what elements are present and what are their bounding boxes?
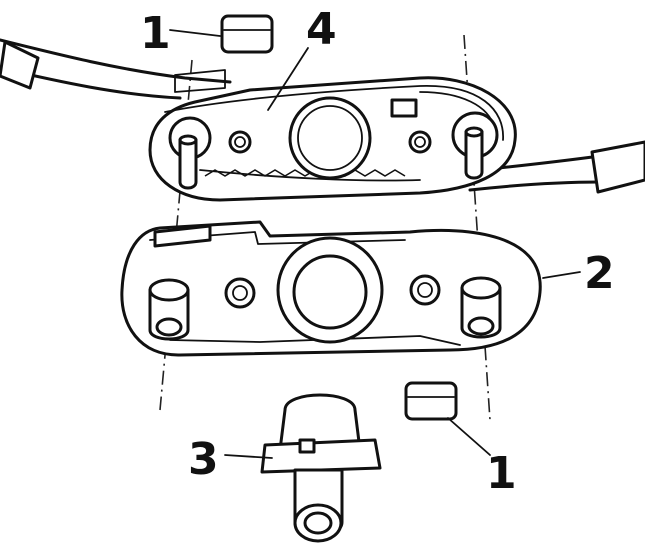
housing-hole-left xyxy=(224,277,256,309)
leader-cover xyxy=(267,47,309,111)
housing-post-right-end xyxy=(467,316,495,336)
cover-square-slot xyxy=(390,98,418,118)
leader-clip-bottom xyxy=(447,417,491,456)
pin-right xyxy=(464,130,484,180)
callout-clip-bottom: 1 xyxy=(486,448,517,499)
housing-post-left-top xyxy=(148,278,190,302)
pin-left xyxy=(178,138,198,190)
connector-dome xyxy=(278,393,362,452)
leader-lines xyxy=(169,29,581,459)
clip-top-body xyxy=(220,14,274,54)
pin-left-top xyxy=(178,134,198,146)
connector xyxy=(260,393,382,543)
clip-top xyxy=(220,14,274,54)
upper-cover-rim xyxy=(164,85,504,141)
cable-sleeve-right xyxy=(590,140,645,194)
lower-housing-tab xyxy=(153,224,212,248)
belt-teeth xyxy=(204,169,406,177)
housing-hole-right-inner xyxy=(417,282,433,298)
pin-right-top xyxy=(464,126,484,138)
cable-right-lower xyxy=(468,180,602,192)
callout-connector: 3 xyxy=(188,434,219,485)
cable-sleeve-left xyxy=(0,40,40,90)
clip-bottom-body xyxy=(404,381,458,421)
leader-clip-top xyxy=(169,29,221,37)
cover-center-opening xyxy=(288,96,372,180)
lower-housing xyxy=(120,220,542,357)
housing-hole-left-inner xyxy=(232,285,248,301)
cover-tab-left xyxy=(174,69,226,93)
housing-post-left-end xyxy=(155,317,183,337)
cable xyxy=(0,38,645,194)
leader-housing xyxy=(542,271,581,279)
upper-cover xyxy=(148,69,517,202)
cover-hole-left xyxy=(228,130,252,154)
cover-hole-right xyxy=(408,130,432,154)
cover-hole-left-inner xyxy=(234,136,246,148)
callout-housing: 2 xyxy=(584,248,615,299)
connector-latch xyxy=(298,438,316,454)
leader-connector xyxy=(224,454,273,459)
cable-left-upper xyxy=(0,38,232,84)
connector-shaft-bore xyxy=(303,511,333,535)
clip-bottom xyxy=(404,381,458,421)
callout-clip-top: 1 xyxy=(140,8,171,59)
callout-cover: 4 xyxy=(306,4,337,55)
connector-flange xyxy=(260,438,382,474)
housing-center-bore xyxy=(292,254,368,330)
housing-hole-right xyxy=(409,274,441,306)
housing-post-right-top xyxy=(460,276,502,300)
cover-hole-right-inner xyxy=(414,136,426,148)
cover-center-inner xyxy=(297,105,363,171)
